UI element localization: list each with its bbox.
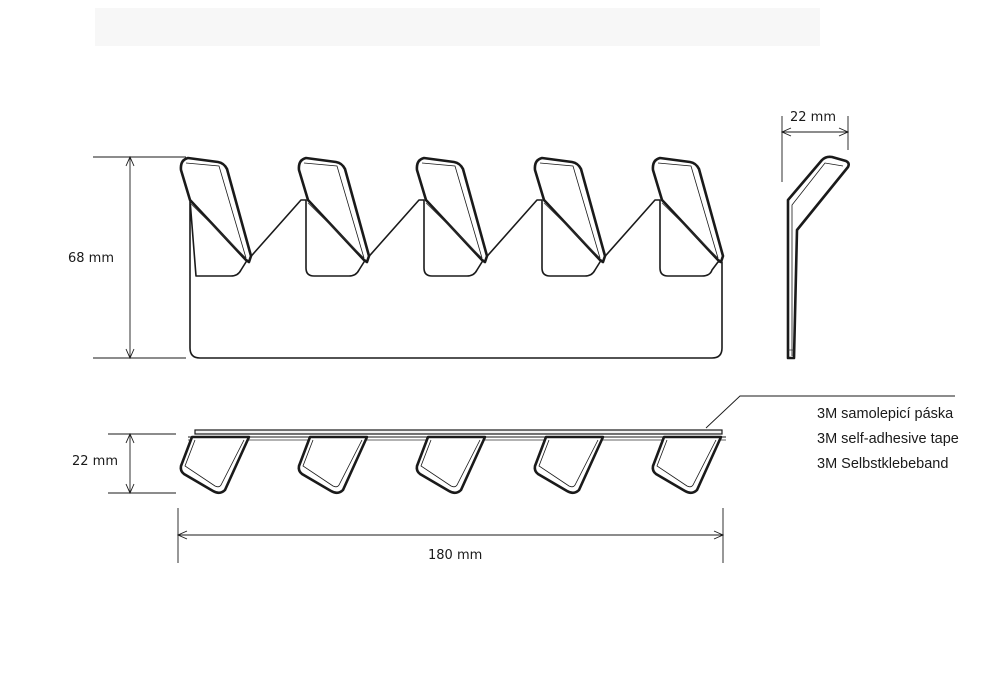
legend-line-de: 3M Selbstklebeband bbox=[817, 456, 948, 472]
top-hook-edge bbox=[184, 439, 245, 488]
adhesive-tape bbox=[194, 429, 723, 435]
front-hook-4 bbox=[533, 156, 607, 264]
front-hook-edge bbox=[185, 162, 247, 259]
front-hook-edge bbox=[303, 162, 365, 259]
front-hook-head bbox=[533, 156, 607, 264]
front-view-outline bbox=[189, 199, 723, 359]
front-hook-bend-line bbox=[425, 202, 483, 259]
front-hook-head bbox=[415, 156, 489, 264]
dimension-depth-top: 22 mm bbox=[72, 432, 176, 495]
front-hook-bend-line bbox=[543, 202, 601, 259]
front-hook-3 bbox=[415, 156, 489, 264]
top-hook-body bbox=[297, 435, 369, 495]
top-hook-body bbox=[179, 435, 251, 495]
side-view bbox=[786, 155, 850, 360]
front-hook-1 bbox=[179, 156, 253, 264]
top-hook-body bbox=[533, 435, 605, 495]
side-view-inner-line bbox=[791, 162, 844, 356]
front-hook-5 bbox=[651, 156, 725, 264]
top-hook-3 bbox=[415, 435, 487, 495]
front-hook-edge bbox=[539, 162, 601, 259]
top-view bbox=[179, 429, 726, 495]
front-view bbox=[179, 156, 725, 359]
callout-leader-line bbox=[705, 395, 955, 429]
front-hook-head bbox=[651, 156, 725, 264]
height-label: 68 mm bbox=[68, 251, 114, 266]
front-hook-edge bbox=[421, 162, 483, 259]
top-hook-1 bbox=[179, 435, 251, 495]
top-hook-edge bbox=[538, 439, 599, 488]
top-hook-4 bbox=[533, 435, 605, 495]
tape-callout: 3M samolepicí páska 3M self-adhesive tap… bbox=[705, 395, 959, 472]
top-hook-2 bbox=[297, 435, 369, 495]
front-hook-edge bbox=[657, 162, 719, 259]
front-hook-bend-line bbox=[189, 202, 247, 259]
width-label: 180 mm bbox=[428, 548, 482, 563]
front-hook-2 bbox=[297, 156, 371, 264]
top-hook-5 bbox=[651, 435, 723, 495]
front-hook-bend-line bbox=[307, 202, 365, 259]
side-view-outline bbox=[786, 155, 850, 360]
top-hook-edge bbox=[302, 439, 363, 488]
depth-label-top: 22 mm bbox=[72, 454, 118, 469]
top-hook-body bbox=[415, 435, 487, 495]
dimension-width: 180 mm bbox=[176, 508, 725, 563]
front-hook-head bbox=[179, 156, 253, 264]
front-hook-bend-line bbox=[661, 202, 719, 259]
dimension-height: 68 mm bbox=[68, 155, 186, 360]
top-hook-edge bbox=[656, 439, 717, 488]
top-hook-body bbox=[651, 435, 723, 495]
top-hook-edge bbox=[420, 439, 481, 488]
legend-line-en: 3M self-adhesive tape bbox=[817, 431, 959, 447]
legend-line-cz: 3M samolepicí páska bbox=[817, 406, 954, 422]
dimension-depth-side: 22 mm bbox=[780, 110, 850, 182]
front-hook-head bbox=[297, 156, 371, 264]
depth-label-side: 22 mm bbox=[790, 110, 836, 125]
header-band bbox=[95, 8, 820, 46]
